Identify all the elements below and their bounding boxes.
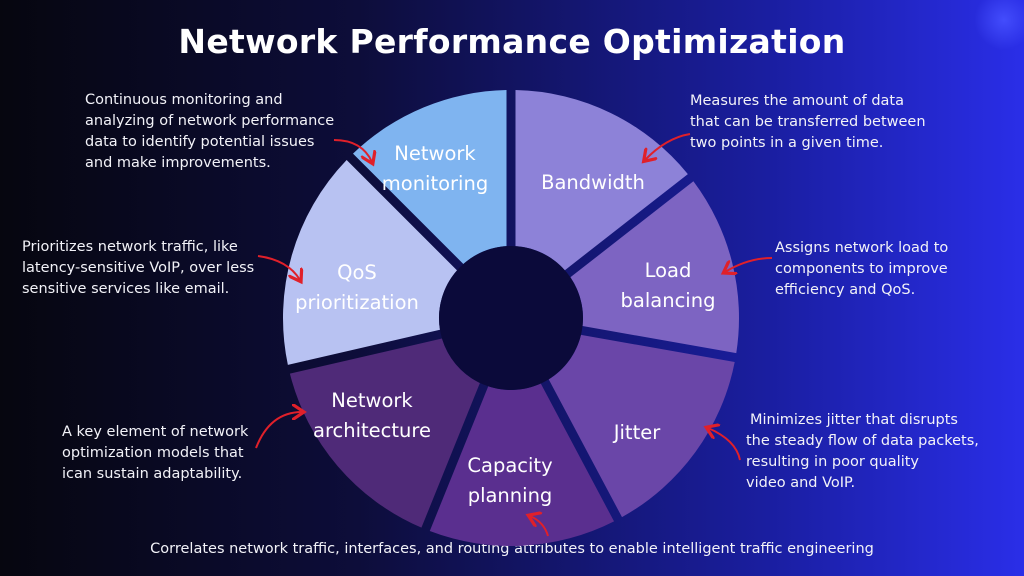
segment-label-network-architecture: architecture	[313, 419, 431, 442]
arrow-capacity-planning-icon	[530, 516, 549, 537]
page-title: Network Performance Optimization	[178, 22, 846, 61]
desc-line: efficiency and QoS.	[775, 282, 916, 298]
desc-line: the steady flow of data packets,	[746, 433, 979, 449]
desc-line: ican sustain adaptability.	[62, 466, 243, 482]
segment-label-capacity-planning: planning	[468, 484, 553, 507]
segment-label-qos-prioritization: prioritization	[295, 291, 419, 314]
segment-label-capacity-planning: Capacity	[467, 454, 552, 477]
desc-line: resulting in poor quality	[746, 454, 920, 470]
desc-line: Prioritizes network traffic, like	[22, 239, 238, 255]
description-network-monitoring: Continuous monitoring and analyzing of n…	[85, 90, 334, 174]
desc-line: data to identify potential issues	[85, 134, 315, 150]
segment-label-load-balancing: Load	[645, 259, 692, 282]
desc-line: optimization models that	[62, 445, 244, 461]
segment-label-network-monitoring: monitoring	[382, 172, 488, 195]
description-bandwidth: Measures the amount of data that can be …	[690, 91, 926, 154]
corner-glow	[974, 0, 1024, 50]
segment-capacity-planning	[429, 383, 615, 546]
desc-line: latency-sensitive VoIP, over less	[22, 260, 255, 276]
segment-label-jitter: Jitter	[612, 421, 661, 444]
desc-line: video and VoIP.	[746, 475, 856, 491]
segment-jitter	[548, 334, 735, 518]
arrow-qos-prioritization-icon	[257, 255, 300, 280]
desc-line: components to improve	[775, 261, 948, 277]
desc-line: sensitive services like email.	[22, 281, 230, 297]
desc-line: Minimizes jitter that disrupts	[750, 412, 958, 428]
segment-load-balancing	[570, 181, 739, 354]
description-capacity-planning: Correlates network traffic, interfaces, …	[150, 541, 874, 557]
arrow-load-balancing-icon	[725, 257, 773, 272]
description-jitter: Minimizes jitter that disrupts the stead…	[746, 410, 979, 494]
segment-bandwidth	[515, 90, 688, 271]
arrow-network-monitoring-icon	[333, 139, 372, 162]
description-network-architecture: A key element of network optimization mo…	[62, 422, 248, 485]
description-load-balancing: Assigns network load to components to im…	[775, 238, 948, 301]
segment-network-monitoring	[352, 90, 507, 265]
description-qos-prioritization: Prioritizes network traffic, like latenc…	[22, 237, 254, 300]
segment-label-network-architecture: Network	[331, 389, 413, 412]
segment-label-bandwidth: Bandwidth	[541, 171, 645, 194]
desc-line: that can be transferred between	[690, 114, 926, 130]
segment-label-network-monitoring: Network	[394, 142, 476, 165]
desc-line: Continuous monitoring and	[85, 92, 283, 108]
segment-network-architecture	[289, 338, 480, 528]
arrow-bandwidth-icon	[645, 133, 691, 160]
segment-qos-prioritization	[282, 159, 458, 365]
desc-line: Measures the amount of data	[690, 93, 904, 109]
segment-label-qos-prioritization: QoS	[337, 261, 377, 284]
arrow-network-architecture-icon	[255, 412, 302, 449]
desc-line: analyzing of network performance	[85, 113, 335, 129]
segment-label-load-balancing: balancing	[621, 289, 716, 312]
desc-line: two points in a given time.	[690, 135, 884, 151]
wheel-center	[439, 246, 583, 390]
desc-line: A key element of network	[62, 424, 249, 440]
arrow-jitter-icon	[708, 428, 741, 461]
desc-line: Assigns network load to	[775, 240, 949, 256]
desc-line: and make improvements.	[85, 155, 271, 171]
